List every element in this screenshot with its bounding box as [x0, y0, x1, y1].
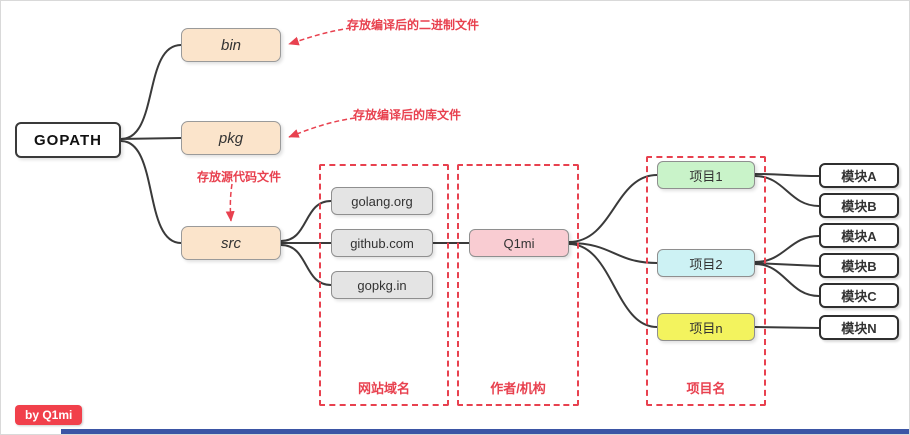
module-c-node: 模块C: [819, 283, 899, 308]
pkg-node: pkg: [181, 121, 281, 155]
module-n-node: 模块N: [819, 315, 899, 340]
group-domains: 网站域名: [319, 164, 449, 406]
bottom-blue-bar: [61, 429, 909, 434]
connector-gopath-bin: [120, 44, 182, 140]
connector-author-proj1: [568, 174, 658, 243]
module-b1-node: 模块B: [819, 193, 899, 218]
project-n-node: 项目n: [657, 313, 755, 341]
group-domains-label: 网站域名: [357, 381, 410, 396]
domain-github-node: github.com: [331, 229, 433, 257]
module-a1-node: 模块A: [819, 163, 899, 188]
annotation-pkg: 存放编译后的库文件: [353, 108, 462, 122]
watermark-badge: by Q1mi: [15, 405, 83, 425]
annotation-arrow-pkg: [288, 117, 356, 138]
group-projects-label: 项目名: [686, 381, 726, 396]
group-projects: 项目名: [646, 156, 766, 406]
domain-golang-node: golang.org: [331, 187, 433, 215]
bin-node: bin: [181, 28, 281, 62]
group-author-label: 作者/机构: [490, 381, 546, 396]
annotation-src: 存放源代码文件: [197, 170, 282, 184]
domain-gopkg-node: gopkg.in: [331, 271, 433, 299]
connector-author-proj2: [568, 242, 658, 264]
module-b2-node: 模块B: [819, 253, 899, 278]
module-a2-node: 模块A: [819, 223, 899, 248]
src-node: src: [181, 226, 281, 260]
connector-gopath-src: [120, 140, 182, 244]
project-1-node: 项目1: [657, 161, 755, 189]
group-author: 作者/机构: [457, 164, 579, 406]
project-2-node: 项目2: [657, 249, 755, 277]
connector-author-projn: [568, 243, 658, 328]
annotation-arrow-src: [225, 183, 235, 222]
annotation-arrow-bin: [288, 27, 352, 46]
annotation-bin: 存放编译后的二进制文件: [347, 18, 480, 32]
author-node: Q1mi: [469, 229, 569, 257]
gopath-node: GOPATH: [15, 122, 121, 158]
connector-gopath-pkg: [120, 137, 182, 140]
